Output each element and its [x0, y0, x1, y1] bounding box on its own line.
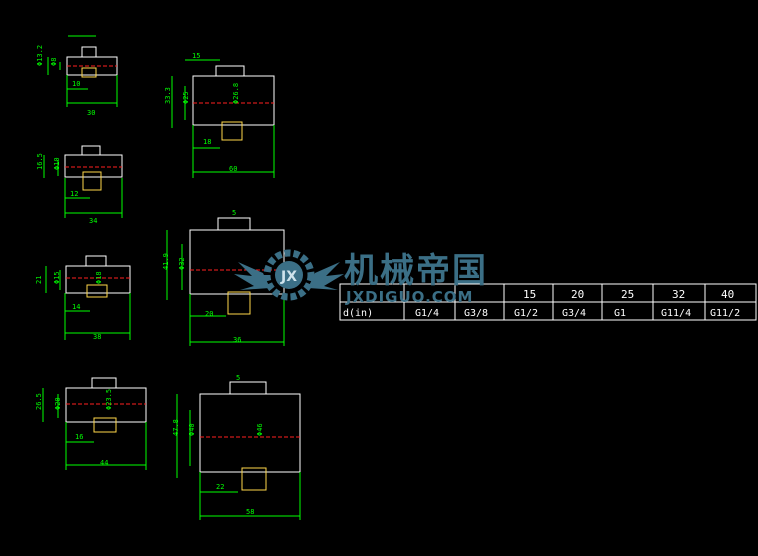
- dim-b-total-length: 34: [89, 217, 97, 225]
- table-thread-6: G11/4: [661, 308, 691, 319]
- dim-b-inner-length: 12: [70, 190, 78, 198]
- dim-c-total-length: 38: [93, 333, 101, 341]
- dim-f-diameter: Φ32: [178, 257, 186, 270]
- dim-e-height: 33.3: [164, 87, 172, 104]
- table-thread-7: G11/2: [710, 308, 740, 319]
- dim-g-height: 47.8: [172, 419, 180, 436]
- watermark-logo: JX: [234, 249, 344, 301]
- part-drawing-a: [47, 35, 118, 107]
- part-drawing-e: [171, 59, 275, 178]
- table-header-40: 40: [721, 288, 734, 301]
- table-thread-4: G3/4: [562, 308, 586, 319]
- table-header-15: 15: [523, 288, 536, 301]
- dim-b-diameter: Φ10: [53, 157, 61, 170]
- table-thread-5: G1: [614, 308, 626, 319]
- watermark-cn: 机械帝国: [344, 251, 488, 291]
- wing-right-icon: [308, 262, 344, 290]
- table-thread-2: G3/8: [464, 308, 488, 319]
- dim-c-diameter: Φ15: [53, 271, 61, 284]
- dim-f-total-length: 36: [233, 336, 241, 344]
- part-drawing-c: [45, 255, 131, 340]
- dim-d-inner-length: 16: [75, 433, 83, 441]
- dim-c-bore: Φ18: [95, 271, 103, 284]
- dim-b-height: 16.5: [36, 153, 44, 170]
- dim-e-bore: Φ26.8: [232, 83, 240, 104]
- dim-e-diameter: Φ25: [182, 91, 190, 104]
- dim-d-height: 26.5: [35, 393, 43, 410]
- table-header-20: 20: [571, 288, 584, 301]
- dim-a-inner-length: 10: [72, 80, 80, 88]
- table-header-25: 25: [621, 288, 634, 301]
- dim-c-inner-length: 14: [72, 303, 80, 311]
- dim-g-bore: Φ46: [256, 423, 264, 436]
- table-row-label-d-in: d(in): [343, 308, 373, 319]
- dim-f-top: 5: [232, 209, 236, 217]
- dim-d-bore: Φ23.5: [105, 389, 113, 410]
- dim-a-diameter: Φ8: [50, 58, 58, 66]
- table-thread-1: G1/4: [415, 308, 439, 319]
- table-thread-3: G1/2: [514, 308, 538, 319]
- dim-d-total-length: 44: [100, 459, 108, 467]
- dim-f-inner-length: 20: [205, 310, 213, 318]
- dim-d-diameter: Φ20: [54, 397, 62, 410]
- dim-c-height: 21: [35, 276, 43, 284]
- part-drawing-g: [176, 381, 301, 520]
- wing-left-icon: [234, 262, 270, 290]
- spec-table: [339, 283, 757, 321]
- dim-g-top: 5: [236, 374, 240, 382]
- gear-center-mark: JX: [280, 269, 297, 285]
- dim-e-total-length: 60: [229, 165, 237, 173]
- dim-g-diameter: Φ40: [188, 423, 196, 436]
- dim-f-height: 41.9: [162, 253, 170, 270]
- part-drawing-d: [42, 377, 147, 470]
- dim-a-height: Φ13.2: [36, 45, 44, 66]
- dim-e-top: 15: [192, 52, 200, 60]
- dim-g-inner-length: 22: [216, 483, 224, 491]
- gear-icon: [263, 249, 315, 301]
- dim-e-inner-length: 18: [203, 138, 211, 146]
- watermark-en: JXDIGUO.COM: [345, 288, 473, 306]
- dim-a-total-length: 30: [87, 109, 95, 117]
- part-drawing-b: [43, 145, 123, 218]
- dim-g-total-length: 58: [246, 508, 254, 516]
- table-header-32: 32: [672, 288, 685, 301]
